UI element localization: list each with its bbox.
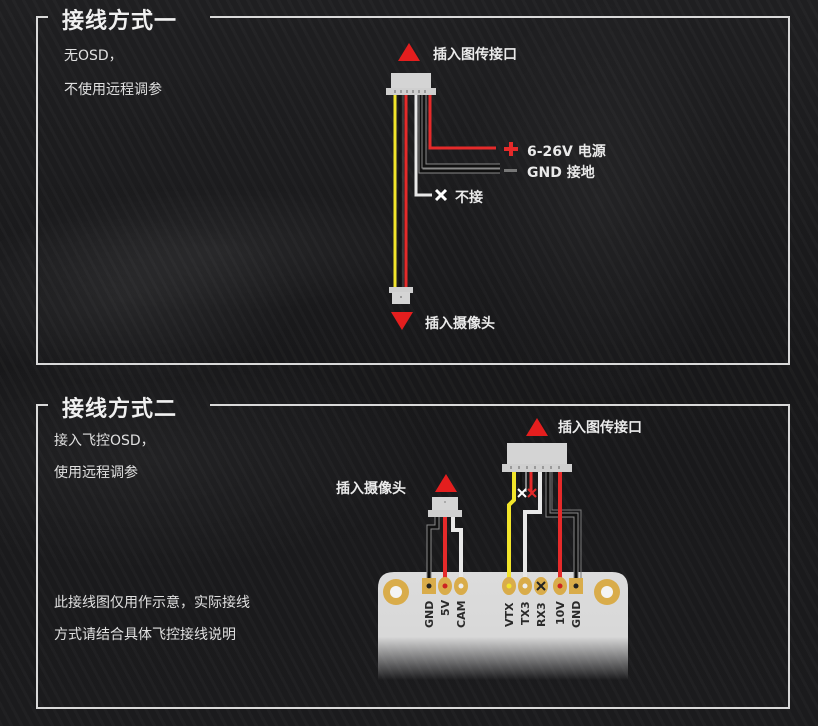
section-1-title: 接线方式一 [62,9,178,34]
power-supply-label: 6-26V 电源 [527,144,606,160]
pin-label-rx3: RX3 [535,602,548,627]
section-2-camera-label: 插入摄像头 [336,481,406,497]
wiring-method-1-panel [36,16,790,365]
pin-label-5v: 5V [439,599,452,616]
note-line1: 此接线图仅用作示意，实际接线 [54,595,250,611]
section-2-desc-line2: 使用远程调参 [54,465,138,481]
section-2-desc-line1: 接入飞控OSD， [54,433,155,449]
section-1-desc-line2: 不使用远程调参 [64,82,162,98]
section-2-vtx-port-label: 插入图传接口 [558,420,642,436]
pin-label-gnd: GND [423,600,436,628]
arrow-up-icon [526,418,548,436]
arrow-down-icon [391,312,413,330]
pin-label-gnd-2: GND [570,600,583,628]
note-line2: 方式请结合具体飞控接线说明 [54,627,236,643]
section-2-title: 接线方式二 [62,397,178,422]
pin-label-vtx: VTX [503,602,516,628]
section-1-vtx-port-label: 插入图传接口 [433,47,517,63]
not-connected-label: 不接 [455,190,483,206]
pin-label-tx3: TX3 [519,601,532,625]
pin-label-cam: CAM [455,600,468,628]
arrow-up-icon [398,43,420,61]
section-1-camera-label: 插入摄像头 [425,316,495,332]
pin-label-10v: 10V [554,601,567,625]
wiring-method-2-panel [36,404,790,709]
gnd-label: GND 接地 [527,165,595,181]
arrow-up-icon [435,474,457,492]
section-1-desc-line1: 无OSD， [64,48,123,64]
